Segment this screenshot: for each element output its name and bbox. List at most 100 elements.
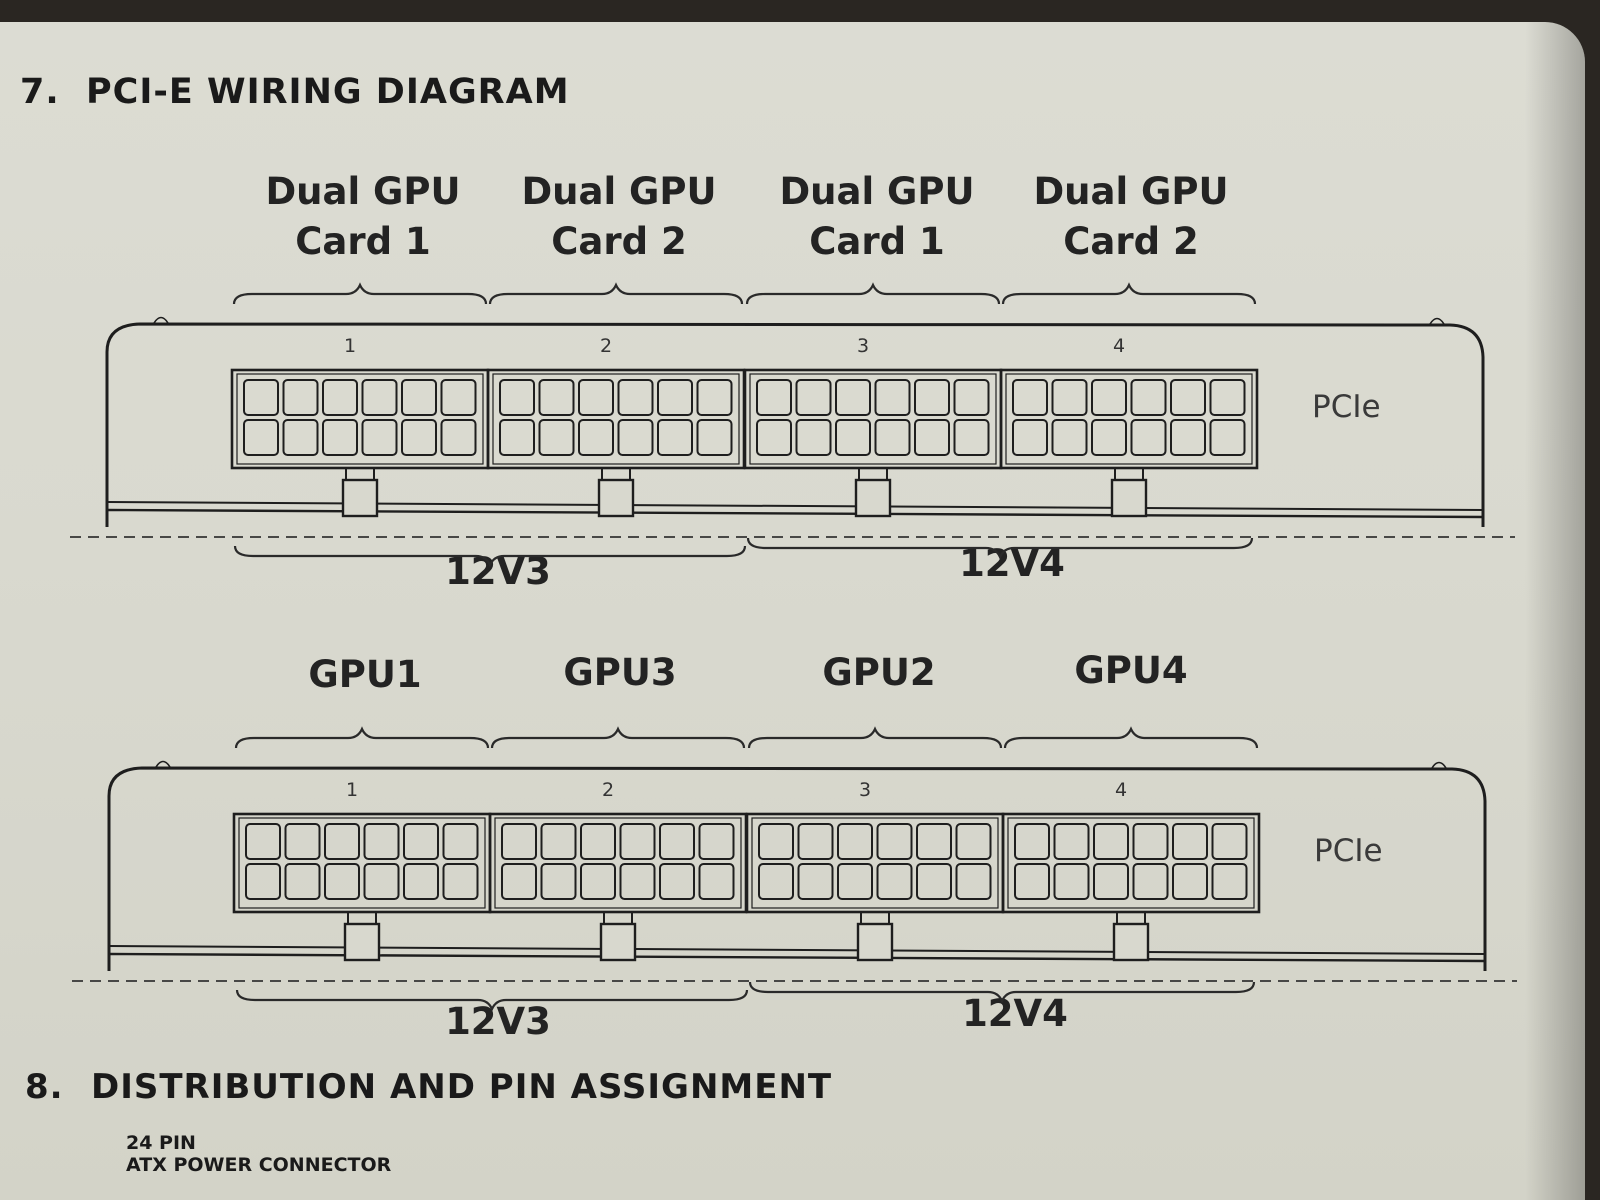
d1-label-2: Dual GPU Card 2 [521,170,717,263]
d2-pin [501,863,537,900]
d2-pin [1132,863,1169,900]
d1-body-outline [105,322,1485,527]
d2-connector-inner-1 [238,817,486,909]
d1-pin [914,419,950,456]
d1-pin [617,379,654,416]
d1-top-brace-4 [1001,282,1257,305]
d2-top-brace-1 [234,726,490,749]
d2-pin [876,863,913,900]
d1-latch-neck-2 [601,467,631,481]
d1-latch-neck-1 [345,467,375,481]
d2-bump-left [155,760,171,768]
d1-pin [361,379,398,416]
d2-latch-2 [599,922,637,962]
d2-pin [540,823,577,860]
d1-label-1: Dual GPU Card 1 [265,170,461,263]
d1-pin [795,379,832,416]
d2-pin [837,863,873,900]
d1-pin [953,419,990,456]
d2-pin [1093,823,1129,860]
d1-top-brace-1 [232,282,488,305]
d1-pin [1130,419,1167,456]
d1-pin [538,379,575,416]
d1-pin [874,419,911,456]
d2-pin [1014,863,1050,900]
d1-connector-inner-3 [749,373,997,465]
d2-pin [580,863,616,900]
d1-pin [1012,419,1048,456]
d2-pin [1053,863,1090,900]
d2-pin [758,863,794,900]
d1-pin [361,419,398,456]
d2-connector-number-4: 4 [1115,779,1127,801]
d2-pin [245,823,281,860]
connector-caption-line2: ATX POWER CONNECTOR [126,1154,392,1176]
section-8-title: DISTRIBUTION AND PIN ASSIGNMENT [91,1067,833,1107]
d1-connector-number-1: 1 [344,335,356,357]
d1-bump-right [1429,317,1445,325]
d1-pin [322,379,358,416]
d2-connector-number-1: 1 [346,779,358,801]
d2-latch-neck-1 [347,911,377,925]
d1-pin [756,379,792,416]
d1-pin [1012,379,1048,416]
d2-top-brace-4 [1003,726,1259,749]
d2-pin [698,823,735,860]
section-7-title: PCI-E WIRING DIAGRAM [86,72,570,112]
d1-pin [1130,379,1167,416]
d1-connector-inner-2 [492,373,740,465]
d1-pin [1051,419,1088,456]
d2-pin [659,863,695,900]
d1-latch-neck-3 [858,467,888,481]
d2-pin [1053,823,1090,860]
d2-rail-brace-1 [235,989,749,1012]
d1-pin [538,419,575,456]
d1-pin [322,419,358,456]
connector-caption-line1: 24 PIN [126,1132,196,1154]
d2-pin [797,863,834,900]
d1-pin [401,379,437,416]
d2-top-brace-2 [490,726,746,749]
d1-pin [499,419,535,456]
d1-pin [795,419,832,456]
d1-pin [1209,419,1246,456]
d2-top-brace-3 [747,726,1003,749]
d2-pin [442,823,479,860]
d1-pin [243,419,279,456]
d1-pin [440,379,477,416]
d1-pin [914,379,950,416]
d2-pin [1172,863,1208,900]
d2-pin [797,823,834,860]
d1-connector-inner-1 [236,373,484,465]
d1-pin [1209,379,1246,416]
d1-top-brace-2 [488,282,744,305]
d2-pin [363,823,400,860]
d1-pin [953,379,990,416]
d2-pin [876,823,913,860]
d2-connector-number-2: 2 [602,779,614,801]
d1-top-brace-3 [745,282,1001,305]
d1-rail-brace-2 [746,537,1254,560]
d2-connector-inner-4 [1007,817,1255,909]
d1-pin [578,419,614,456]
d2-bump-right [1431,761,1447,769]
d1-connector-inner-4 [1005,373,1253,465]
d1-connector-number-3: 3 [857,335,869,357]
d2-pin [1132,823,1169,860]
d1-latch-1 [341,478,379,518]
section-7-number: 7. [20,72,60,112]
d1-bump-left [153,316,169,324]
d1-latch-4 [1110,478,1148,518]
d2-latch-4 [1112,922,1150,962]
d2-pin [955,823,992,860]
d2-rail-12v3: 12V3 [445,1000,551,1043]
d1-label-3: Dual GPU Card 1 [779,170,975,263]
d2-pin [1172,823,1208,860]
d2-pin [403,823,439,860]
d2-connector-inner-3 [751,817,999,909]
d1-rail-top [106,501,1484,511]
d1-pin [657,379,693,416]
d2-pin [324,823,360,860]
d2-latch-3 [856,922,894,962]
d2-pin [403,863,439,900]
